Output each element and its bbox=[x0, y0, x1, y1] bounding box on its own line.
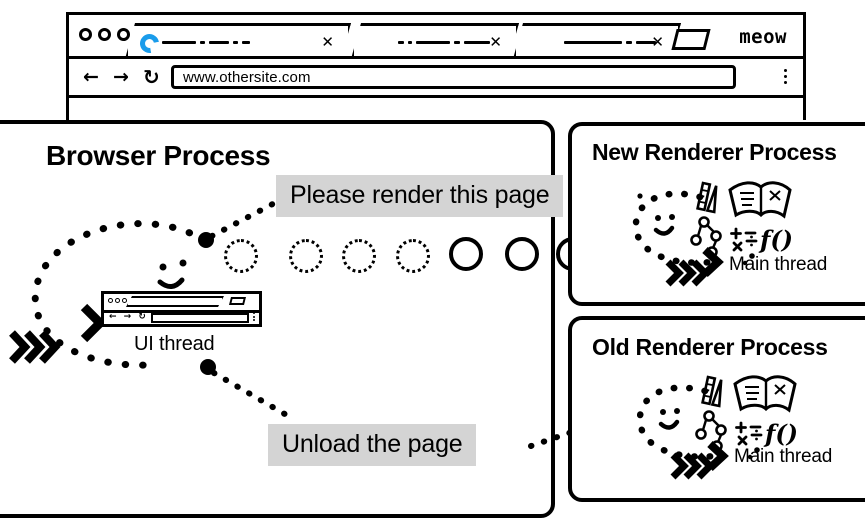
brand-label: meow bbox=[739, 26, 787, 48]
tab-2-close-icon[interactable]: ✕ bbox=[489, 33, 502, 51]
ui-thread-icon: ← → ↻ bbox=[101, 291, 262, 327]
address-bar-value: www.othersite.com bbox=[183, 69, 311, 86]
ipc-circle-solid-2 bbox=[505, 237, 539, 271]
new-renderer-process-panel: New Renderer Process bbox=[568, 122, 865, 306]
new-renderer-process-title: New Renderer Process bbox=[592, 139, 837, 165]
ui-thread-icon-nav-icons: ← → ↻ bbox=[109, 312, 148, 322]
ui-thread-label: UI thread bbox=[134, 333, 215, 355]
window-control-dot-2[interactable] bbox=[98, 28, 111, 41]
ipc-circle-hollow-4 bbox=[396, 239, 430, 273]
message-render-page: Please render this page bbox=[276, 175, 564, 217]
kebab-menu-icon[interactable] bbox=[784, 69, 787, 84]
browser-toolbar: ← → ↻ www.othersite.com bbox=[69, 59, 803, 98]
kebab-dot-2 bbox=[784, 75, 787, 78]
tab-2-title-placeholder bbox=[398, 41, 490, 44]
browser-tab-3[interactable]: ✕ bbox=[513, 23, 681, 59]
ipc-circle-hollow-2 bbox=[289, 239, 323, 273]
browser-window: ✕ ✕ ✕ meow ← → ↻ www.othersite.com bbox=[66, 12, 806, 120]
ui-thread-icon-tab bbox=[126, 296, 224, 307]
old-renderer-main-thread-label: Main thread bbox=[734, 446, 833, 467]
message-unload-page: Unload the page bbox=[268, 424, 477, 466]
window-control-dot-1[interactable] bbox=[79, 28, 92, 41]
back-icon[interactable]: ← bbox=[83, 66, 99, 88]
browser-tab-2[interactable]: ✕ bbox=[351, 23, 519, 59]
browser-process-title: Browser Process bbox=[46, 140, 271, 171]
new-renderer-main-thread-label: Main thread bbox=[729, 254, 828, 275]
tab-3-close-icon[interactable]: ✕ bbox=[651, 33, 664, 51]
tab-strip: ✕ ✕ ✕ meow bbox=[69, 15, 803, 59]
ui-thread-icon-address-bar bbox=[151, 313, 249, 323]
address-bar[interactable]: www.othersite.com bbox=[171, 65, 736, 89]
reload-icon[interactable]: ↻ bbox=[143, 65, 160, 89]
kebab-dot-3 bbox=[784, 81, 787, 84]
tab-loading-spinner-icon bbox=[136, 30, 162, 56]
ipc-circle-hollow-3 bbox=[342, 239, 376, 273]
forward-icon[interactable]: → bbox=[113, 66, 129, 88]
new-tab-button[interactable] bbox=[671, 29, 711, 50]
tab-1-title-placeholder bbox=[162, 41, 250, 44]
ui-thread-icon-tabstrip bbox=[104, 294, 259, 313]
tab-3-title-placeholder bbox=[564, 41, 656, 44]
old-renderer-process-title: Old Renderer Process bbox=[592, 334, 828, 360]
window-control-dot-3[interactable] bbox=[117, 28, 130, 41]
tab-1-close-icon[interactable]: ✕ bbox=[321, 33, 334, 51]
ipc-circle-hollow-1 bbox=[224, 239, 258, 273]
ui-thread-icon-window-dots bbox=[108, 298, 127, 303]
ui-thread-icon-new-tab bbox=[229, 297, 246, 305]
window-controls[interactable] bbox=[79, 28, 130, 41]
ipc-circle-solid-1 bbox=[449, 237, 483, 271]
ui-thread-icon-kebab-icon bbox=[253, 312, 255, 321]
old-renderer-process-panel: Old Renderer Process bbox=[568, 316, 865, 502]
kebab-dot-1 bbox=[784, 69, 787, 72]
browser-tab-1[interactable]: ✕ bbox=[125, 23, 351, 59]
